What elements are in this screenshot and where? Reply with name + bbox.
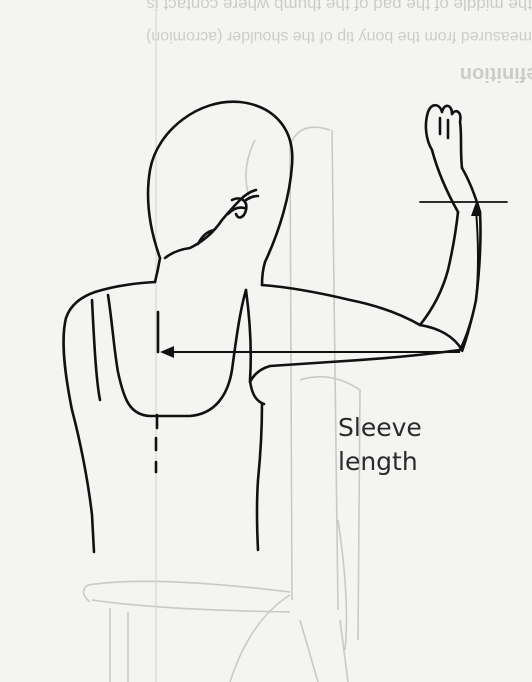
arm-measure-line [462, 210, 478, 352]
figure-back-view [64, 102, 507, 552]
neck-right [262, 262, 265, 285]
left-shoulder [64, 282, 155, 552]
tank-top-strap-outer [92, 300, 100, 400]
label-line-length: length [338, 445, 422, 479]
ghost-figure [83, 127, 360, 682]
upper-arm-outer [420, 212, 458, 325]
hand [426, 105, 462, 168]
underarm [250, 350, 460, 382]
right-shoulder-top [262, 285, 420, 325]
right-torso-side [257, 404, 262, 550]
tank-top-armhole [246, 290, 264, 404]
sleeve-length-label: Sleeve length [338, 411, 422, 479]
horizontal-arrowhead [160, 346, 174, 358]
forearm-inner [462, 168, 480, 212]
acromion-curve [420, 325, 462, 350]
measurement-path [160, 202, 481, 358]
head-outline [148, 102, 292, 262]
label-line-sleeve: Sleeve [338, 411, 422, 445]
